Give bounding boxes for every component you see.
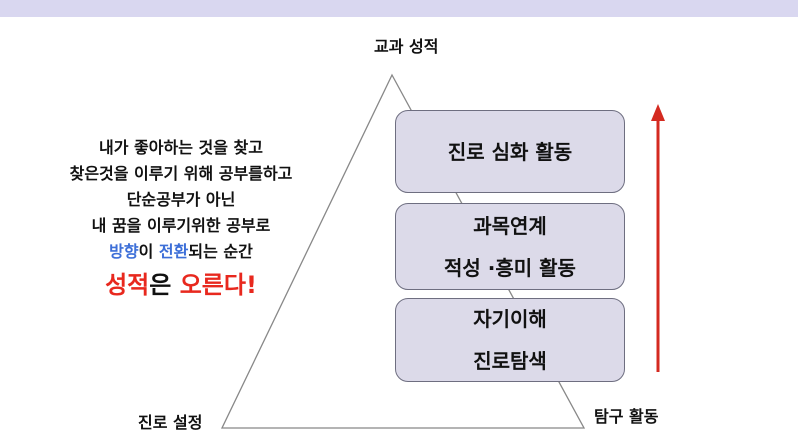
side-line-5-mid: 이 (138, 242, 159, 261)
top-bar (0, 0, 798, 17)
highlight-direction: 방향 (109, 242, 139, 261)
label-career-setting: 진로 설정 (138, 413, 203, 432)
box-line: 과목연계 (473, 213, 547, 238)
box-subject-linked: 과목연계 적성 ·흥미 활동 (395, 203, 625, 290)
highlight-rise: 오른다! (179, 271, 257, 299)
side-line-4: 내 꿈을 이루기위한 공부로 (91, 216, 271, 235)
box-career-deepening: 진로 심화 활동 (395, 110, 625, 193)
side-line-2: 찾은것을 이루기 위해 공부를하고 (69, 164, 293, 183)
label-academic-grade: 교과 성적 (374, 37, 439, 56)
side-line-6-mid: 은 (149, 271, 180, 299)
side-line-5-rest: 되는 순간 (188, 242, 253, 261)
box-line: 자기이해 (473, 307, 547, 331)
box-line: 적성 ·흥미 활동 (444, 255, 576, 280)
side-line-6: 성적은 오른다! (40, 265, 322, 305)
label-inquiry-activity: 탐구 활동 (594, 407, 659, 426)
box-line: 진로 심화 활동 (447, 139, 573, 164)
side-line-5: 방향이 전환되는 순간 (40, 239, 322, 265)
box-line: 진로탐색 (473, 349, 547, 373)
highlight-grade: 성적 (105, 271, 150, 299)
side-message: 내가 좋아하는 것을 찾고 찾은것을 이루기 위해 공부를하고 단순공부가 아닌… (40, 135, 322, 305)
box-self-understanding: 자기이해 진로탐색 (395, 298, 625, 382)
side-line-3: 단순공부가 아닌 (126, 190, 236, 209)
upward-arrow-head (651, 104, 665, 121)
side-line-1: 내가 좋아하는 것을 찾고 (99, 138, 263, 157)
highlight-change: 전환 (158, 242, 189, 261)
